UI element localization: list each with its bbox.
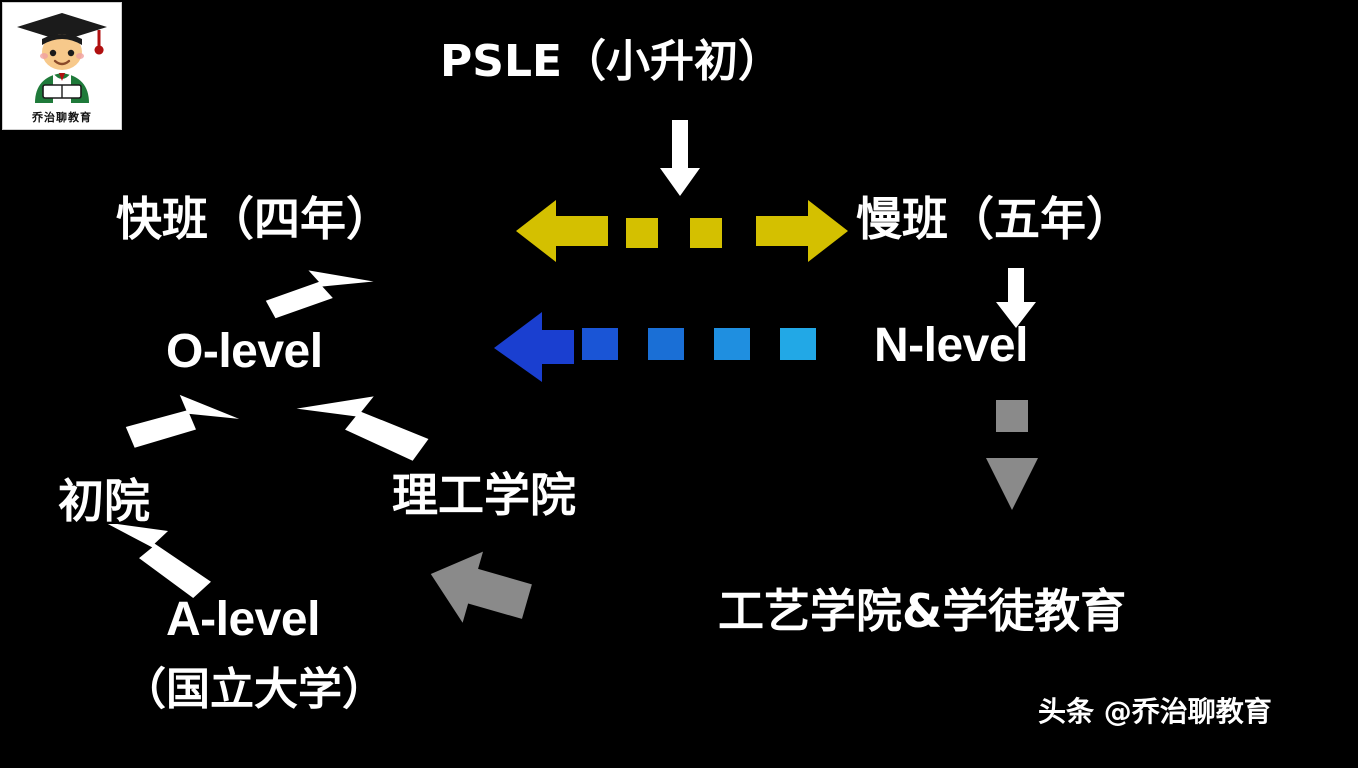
arrow-yellow-dashes-icon (626, 218, 722, 248)
logo-caption: 乔治聊教育 (32, 111, 92, 124)
node-polytechnic: 理工学院 (392, 468, 576, 522)
node-psle: PSLE（小升初） (440, 36, 783, 87)
arrow-blue-left-icon (494, 312, 574, 382)
node-slow-track: 慢班（五年） (856, 192, 1132, 246)
node-o-level: O-level (166, 325, 323, 378)
node-n-level: N-level (874, 319, 1028, 372)
node-a-level-subtitle: （国立大学） (122, 664, 386, 715)
graduate-avatar-icon (17, 13, 107, 103)
arrow-blue-dashes-icon (582, 328, 816, 360)
watermark: 头条 @乔治聊教育 (1038, 695, 1272, 728)
arrow-gray-down-icon (986, 400, 1038, 510)
arrow-psle-down-icon (660, 120, 700, 196)
node-a-level: A-level (166, 593, 320, 646)
node-fast-track: 快班（四年） (116, 192, 392, 246)
channel-logo: 乔治聊教育 (2, 2, 122, 130)
node-junior-college: 初院 (58, 474, 150, 528)
arrow-poly-to-alevel-icon (430, 551, 532, 623)
arrow-yellow-left-icon (516, 200, 608, 262)
arrow-yellow-right-icon (756, 200, 848, 262)
node-ite-apprenticeship: 工艺学院&学徒教育 (718, 584, 1127, 638)
arrow-olevel-to-jc-icon (125, 394, 240, 448)
